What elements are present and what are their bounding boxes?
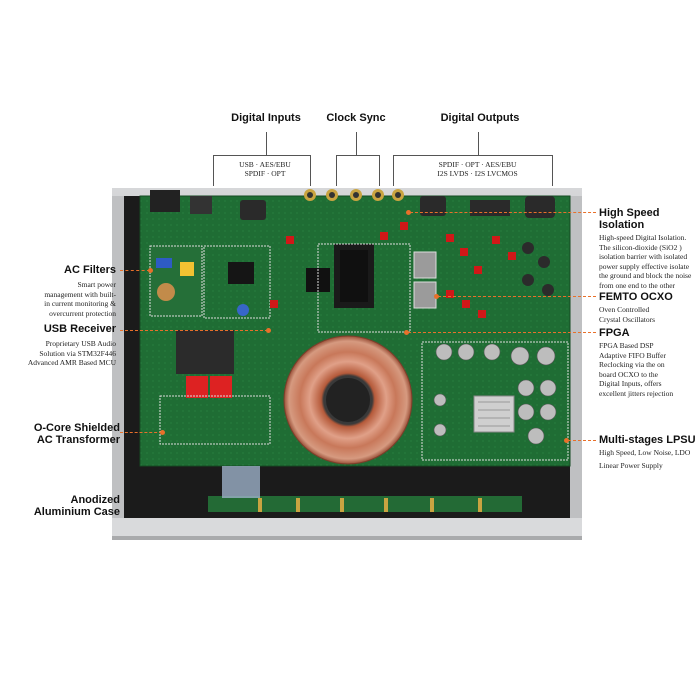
usb-receiver-title: USB Receiver [43, 323, 116, 335]
fpga-desc-line: Adaptive FIFO Buffer [599, 350, 666, 360]
callout-lpsu: Multi-stages LPSU High Speed, Low Noise,… [599, 434, 699, 470]
isolation-dot [406, 210, 411, 215]
callout-usb-receiver: USB Receiver Proprietary USB Audio Solut… [8, 323, 116, 368]
isolation-desc: High-speed Digital Isolation. The silico… [599, 233, 699, 290]
isolation-leader [410, 212, 596, 213]
digital-outputs-bracket [393, 155, 553, 186]
usb-receiver-desc: Proprietary USB Audio Solution via STM32… [8, 339, 116, 368]
transformer-leader [120, 432, 162, 433]
ac-filters-desc-line: management with built- [44, 289, 116, 299]
digital-outputs-ports: SPDIF · OPT · AES/EBU I2S LVDS · I2S LVC… [415, 160, 540, 178]
digital-inputs-tick [266, 132, 267, 155]
ac-filters-desc-line: overcurrent protection [49, 308, 116, 318]
digital-outputs-tick [478, 132, 479, 155]
transformer-title-1: O-Core Shielded [33, 422, 120, 434]
lpsu-desc-line: Linear Power Supply [599, 460, 663, 470]
isolation-title-2: Isolation [599, 219, 645, 231]
digital-inputs-title: Digital Inputs [231, 112, 301, 124]
fpga-desc-line: excellent jitters rejection [599, 388, 674, 398]
fpga-desc-line: Digital Inputs, offers [599, 379, 662, 388]
transformer-title-2: AC Transformer [36, 434, 120, 446]
clock-sync-bracket [336, 155, 380, 186]
clock-sync-title: Clock Sync [326, 112, 386, 124]
lpsu-title: Multi-stages LPSU [599, 434, 696, 446]
isolation-desc-line: power supply effective isolate [599, 261, 690, 271]
isolation-desc-line: High-speed Digital Isolation. [599, 233, 687, 242]
lpsu-desc: High Speed, Low Noise, LDO Linear Power … [599, 448, 699, 470]
usb-receiver-desc-line: Solution via STM32F446 [39, 348, 116, 358]
usb-receiver-leader [120, 330, 268, 331]
isolation-desc-line: from one end to the other [599, 280, 676, 290]
callout-case: Anodized Aluminium Case [8, 494, 120, 518]
case-title-2: Aluminium Case [33, 506, 120, 518]
digital-inputs-line2: SPDIF · OPT [244, 169, 286, 178]
ocxo-title: FEMTO OCXO [599, 291, 673, 303]
lpsu-dot [564, 438, 569, 443]
usb-receiver-desc-line: Proprietary USB Audio [45, 339, 116, 348]
fpga-desc-line: board OCXO to the [599, 369, 658, 379]
ocxo-dot [434, 294, 439, 299]
digital-outputs-title: Digital Outputs [440, 112, 520, 124]
lpsu-desc-line: High Speed, Low Noise, LDO [599, 448, 691, 457]
digital-outputs-line1: SPDIF · OPT · AES/EBU [438, 160, 517, 169]
ocxo-leader [438, 296, 596, 297]
transformer-dot [160, 430, 165, 435]
usb-receiver-dot [266, 328, 271, 333]
callout-isolation: High Speed Isolation High-speed Digital … [599, 207, 699, 290]
callout-ac-filters: AC Filters Smart power management with b… [8, 264, 116, 318]
digital-outputs-line2: I2S LVDS · I2S LVCMOS [437, 169, 518, 178]
ac-filters-title: AC Filters [64, 264, 116, 276]
case-title-1: Anodized [70, 494, 121, 506]
fpga-desc-line: FPGA Based DSP [599, 341, 654, 350]
isolation-desc-line: isolation barrier with isolated [599, 252, 688, 261]
ocxo-desc: Oven Controlled Crystal Oscillators [599, 305, 699, 324]
callout-ocxo: FEMTO OCXO Oven Controlled Crystal Oscil… [599, 291, 699, 324]
fpga-dot [404, 330, 409, 335]
digital-inputs-line1: USB · AES/EBU [239, 160, 291, 169]
ac-filters-dot [148, 268, 153, 273]
ocxo-desc-line: Oven Controlled [599, 305, 650, 314]
isolation-title-1: High Speed [599, 207, 660, 219]
usb-receiver-desc-line: Advanced AMR Based MCU [27, 358, 116, 367]
ac-filters-desc-line: in current monitoring & [44, 299, 116, 308]
callout-fpga: FPGA FPGA Based DSP Adaptive FIFO Buffer… [599, 327, 699, 398]
callout-transformer: O-Core Shielded AC Transformer [8, 422, 120, 446]
fpga-desc-line: Reclocking via the on [599, 360, 665, 369]
isolation-desc-line: The silicon-dioxide (SiO2 ) [599, 242, 682, 252]
ocxo-desc-line: Crystal Oscillators [599, 314, 656, 324]
isolation-desc-line: the ground and block the noise [599, 271, 692, 280]
lpsu-leader [568, 440, 596, 441]
clock-sync-tick [356, 132, 357, 155]
digital-inputs-ports: USB · AES/EBU SPDIF · OPT [220, 160, 310, 178]
fpga-title: FPGA [599, 327, 630, 339]
ac-filters-leader [120, 270, 150, 271]
digital-inputs-bracket [213, 155, 311, 186]
ac-filters-desc: Smart power management with built- in cu… [8, 280, 116, 318]
fpga-desc: FPGA Based DSP Adaptive FIFO Buffer Recl… [599, 341, 699, 398]
fpga-leader [408, 332, 596, 333]
ac-filters-desc-line: Smart power [77, 280, 116, 289]
